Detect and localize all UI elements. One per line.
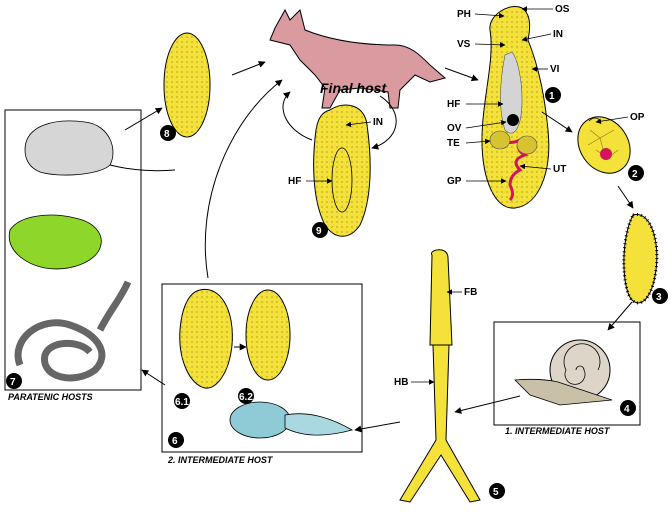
label-VI: VI: [550, 64, 560, 75]
label-TE: TE: [447, 138, 460, 149]
final-host-label: Final host: [320, 80, 387, 96]
label-PH: PH: [457, 9, 471, 20]
label-OS: OS: [555, 4, 570, 15]
cycle-arrows: [124, 61, 634, 433]
caption-paratenic-hosts: PARATENIC HOSTS: [8, 392, 93, 402]
paratenic-hosts-box: [4, 109, 142, 391]
rodent: [24, 120, 176, 176]
label-HF-adult: HF: [447, 99, 460, 110]
snake: [14, 280, 132, 382]
intermediate-host-2-box: [161, 283, 363, 453]
label-OP: OP: [630, 112, 645, 123]
stage-number-6-2: 6.2: [239, 392, 253, 403]
intermediate-host-1-box: [493, 321, 641, 426]
mesocercaria: [179, 288, 233, 389]
stage-number-5: 5: [493, 487, 499, 498]
stage-number-3: 3: [656, 292, 662, 303]
stage-number-8: 8: [164, 129, 170, 140]
label-VS: VS: [457, 39, 471, 50]
label-UT: UT: [553, 164, 566, 175]
label-FB: FB: [464, 287, 477, 298]
juvenile-fluke: [313, 104, 371, 237]
label-GP: GP: [447, 176, 462, 187]
miracidium: [622, 213, 659, 305]
snail: [514, 339, 613, 406]
stage-number-1: 1: [549, 91, 555, 102]
label-IN-juvenile: IN: [373, 117, 383, 128]
label-HF-juvenile: HF: [288, 176, 301, 187]
label-IN-adult: IN: [553, 29, 563, 40]
infective-larva: [163, 32, 211, 138]
stage-number-9: 9: [316, 226, 322, 237]
cercaria: [399, 249, 481, 503]
label-HB: HB: [394, 377, 408, 388]
frog: [8, 214, 102, 270]
adult-fluke: [481, 6, 550, 209]
fox-final-host: [269, 8, 447, 109]
stage-number-6: 6: [172, 436, 178, 447]
label-OV: OV: [447, 123, 462, 134]
egg: [577, 116, 631, 174]
encysted-larva: [245, 289, 291, 381]
stage-number-4: 4: [624, 404, 630, 415]
caption-intermediate-host-2: 2. INTERMEDIATE HOST: [167, 455, 274, 465]
tadpole: [229, 401, 354, 439]
stage-number-6-1: 6.1: [175, 397, 189, 408]
caption-intermediate-host-1: 1. INTERMEDIATE HOST: [505, 426, 611, 436]
stage-number-7: 7: [10, 377, 16, 388]
stage-number-2: 2: [632, 169, 638, 180]
